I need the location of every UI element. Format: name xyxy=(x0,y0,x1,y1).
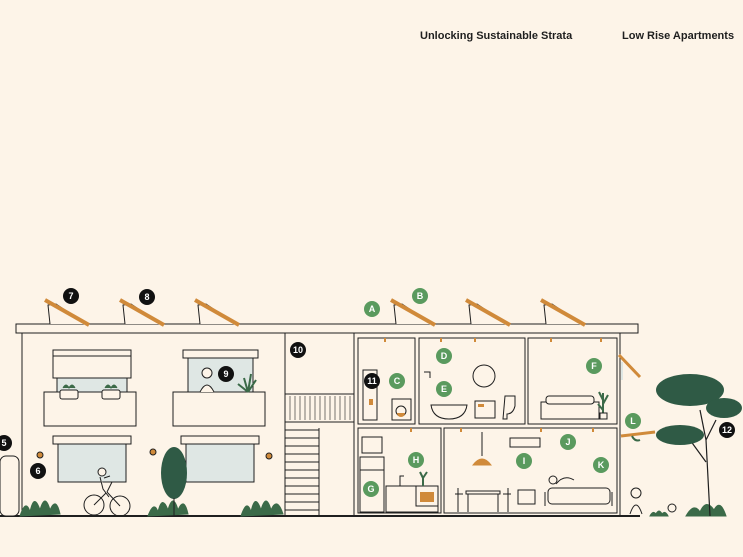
laundry-room xyxy=(362,369,412,421)
svg-text:A: A xyxy=(369,304,376,314)
bathroom xyxy=(424,364,516,420)
bedroom xyxy=(540,353,642,420)
marker-e[interactable]: E xyxy=(436,381,452,397)
living-room xyxy=(455,432,613,512)
marker-6[interactable]: 6 xyxy=(30,463,46,479)
nav-link-low-rise-apartments[interactable]: Low Rise Apartments xyxy=(622,30,735,42)
window-lower-right xyxy=(180,435,260,483)
marker-11[interactable]: 11 xyxy=(364,373,380,389)
marker-h[interactable]: H xyxy=(408,452,424,468)
solar-panel xyxy=(540,298,586,327)
window-with-person xyxy=(172,349,266,427)
solar-panel xyxy=(465,298,511,327)
cyclist xyxy=(83,467,131,517)
kitchen xyxy=(359,436,439,513)
solar-panel xyxy=(119,298,165,327)
marker-f[interactable]: F xyxy=(586,358,602,374)
wall-light xyxy=(265,452,273,460)
green-wall-trellis xyxy=(620,430,656,442)
wall-light xyxy=(36,451,44,459)
stairwell xyxy=(284,393,355,516)
svg-text:I: I xyxy=(523,456,526,466)
numbered-markers: 5 6 7 8 9 10 11 12 xyxy=(0,288,735,479)
wall-light xyxy=(149,448,157,456)
solar-panels xyxy=(44,298,586,327)
marker-7[interactable]: 7 xyxy=(63,288,79,304)
svg-text:E: E xyxy=(441,384,447,394)
window-lower-left xyxy=(52,435,132,483)
svg-text:5: 5 xyxy=(1,438,6,448)
svg-text:H: H xyxy=(413,455,420,465)
marker-8[interactable]: 8 xyxy=(139,289,155,305)
marker-10[interactable]: 10 xyxy=(290,342,306,358)
svg-text:B: B xyxy=(417,291,424,301)
marker-5[interactable]: 5 xyxy=(0,435,12,451)
svg-text:F: F xyxy=(591,361,597,371)
marker-c[interactable]: C xyxy=(389,373,405,389)
marker-9[interactable]: 9 xyxy=(218,366,234,382)
svg-text:7: 7 xyxy=(68,291,73,301)
left-entry-structure xyxy=(0,455,20,517)
svg-text:G: G xyxy=(367,484,374,494)
top-navigation: Unlocking Sustainable Strata Low Rise Ap… xyxy=(0,30,743,46)
marker-12[interactable]: 12 xyxy=(719,422,735,438)
apartment-cutaway xyxy=(357,337,618,514)
svg-text:C: C xyxy=(394,376,401,386)
marker-g[interactable]: G xyxy=(363,481,379,497)
svg-text:8: 8 xyxy=(144,292,149,302)
marker-i[interactable]: I xyxy=(516,453,532,469)
shrubs xyxy=(19,500,727,517)
solar-panel xyxy=(44,298,90,327)
nav-link-sustainable-strata[interactable]: Unlocking Sustainable Strata xyxy=(420,30,573,42)
marker-b[interactable]: B xyxy=(412,288,428,304)
solar-panel xyxy=(194,298,240,327)
svg-text:L: L xyxy=(630,416,636,426)
tree-cypress xyxy=(161,447,187,516)
svg-text:K: K xyxy=(598,460,605,470)
roof-slab xyxy=(15,323,639,334)
svg-text:11: 11 xyxy=(367,376,377,386)
svg-text:10: 10 xyxy=(293,345,303,355)
seated-child xyxy=(629,487,677,515)
svg-text:9: 9 xyxy=(223,369,228,379)
lettered-markers: A B C D E F G H xyxy=(363,288,641,497)
svg-text:6: 6 xyxy=(35,466,40,476)
marker-k[interactable]: K xyxy=(593,457,609,473)
marker-j[interactable]: J xyxy=(560,434,576,450)
solar-panel xyxy=(390,298,436,327)
marker-d[interactable]: D xyxy=(436,348,452,364)
svg-text:J: J xyxy=(565,437,570,447)
marker-l[interactable]: L xyxy=(625,413,641,429)
marker-a[interactable]: A xyxy=(364,301,380,317)
tree-large xyxy=(656,374,742,517)
svg-text:12: 12 xyxy=(722,425,732,435)
svg-text:D: D xyxy=(441,351,448,361)
window-with-planters xyxy=(43,349,137,427)
